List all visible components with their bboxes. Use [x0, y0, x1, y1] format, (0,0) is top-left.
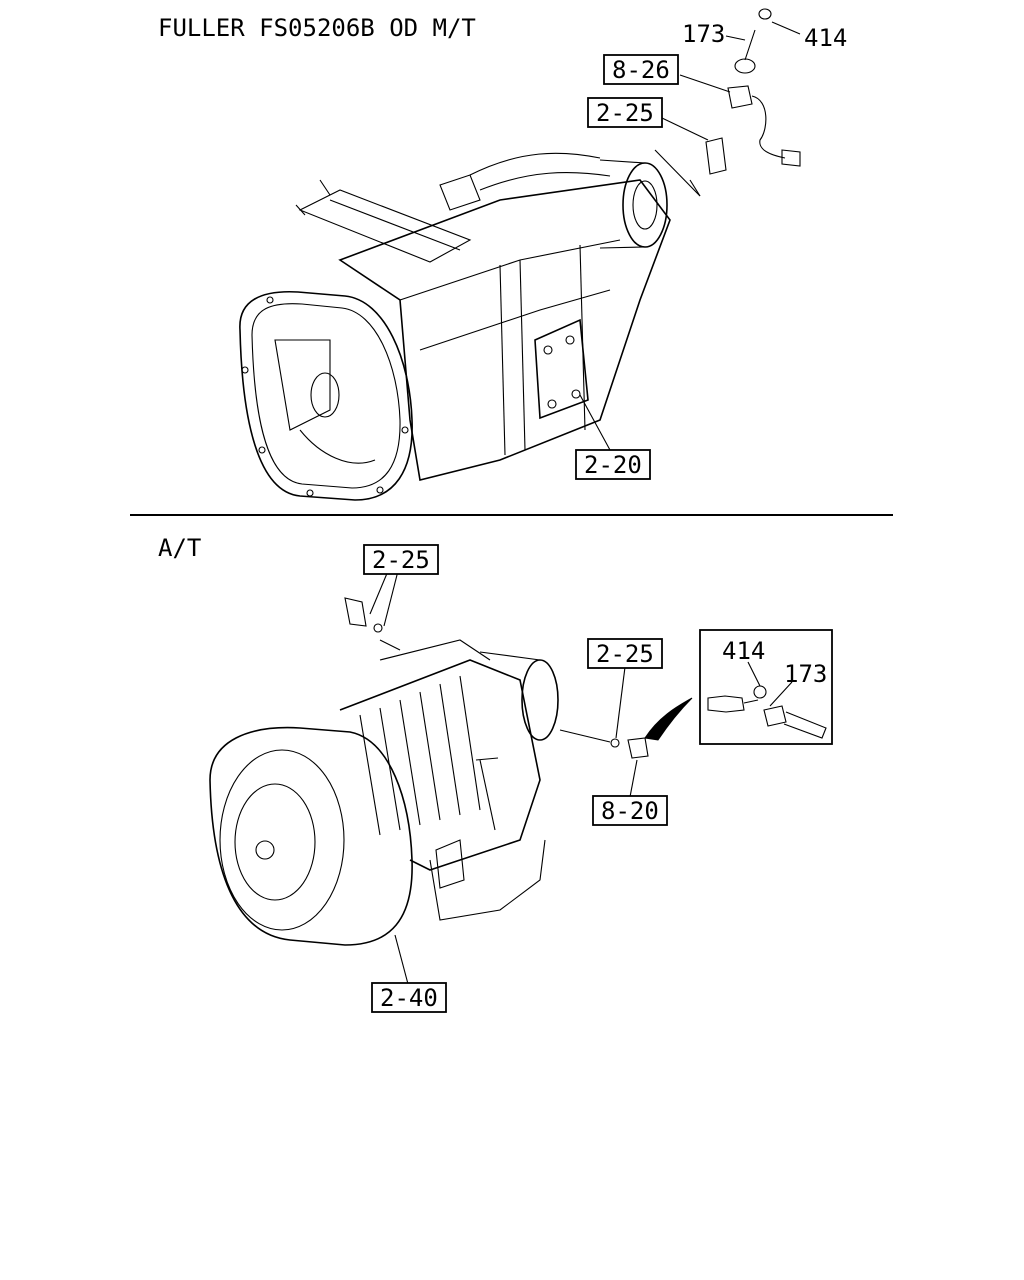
ref-box-2-25-top	[363, 544, 439, 575]
ref-box-2-25	[587, 97, 663, 128]
ref-label-8-20: 8-20	[601, 797, 659, 825]
ref-label-8-26: 8-26	[612, 56, 670, 84]
callout-173: 173	[682, 20, 725, 48]
ref-box-2-20	[575, 449, 651, 480]
ref-label-2-25: 2-25	[596, 99, 654, 127]
ref-box-8-20	[592, 795, 668, 826]
automatic-transmission-illustration	[209, 597, 693, 946]
ref-box-8-26	[603, 54, 679, 85]
inset-callout-414: 414	[722, 637, 765, 665]
ref-label-2-40: 2-40	[380, 984, 438, 1012]
mt-section-title: FULLER FS05206B OD M/T	[158, 14, 476, 42]
inset-sensor-illustration	[707, 685, 827, 739]
ref-box-2-25-right	[587, 638, 663, 669]
manual-transmission-illustration	[239, 8, 801, 501]
detail-inset	[699, 629, 833, 745]
inset-callout-173: 173	[784, 660, 827, 688]
at-section-title: A/T	[158, 534, 201, 562]
ref-box-2-40	[371, 982, 447, 1013]
ref-label-2-20: 2-20	[584, 451, 642, 479]
callout-414: 414	[804, 24, 847, 52]
ref-label-2-25-right: 2-25	[596, 640, 654, 668]
ref-label-2-25-top: 2-25	[372, 546, 430, 574]
